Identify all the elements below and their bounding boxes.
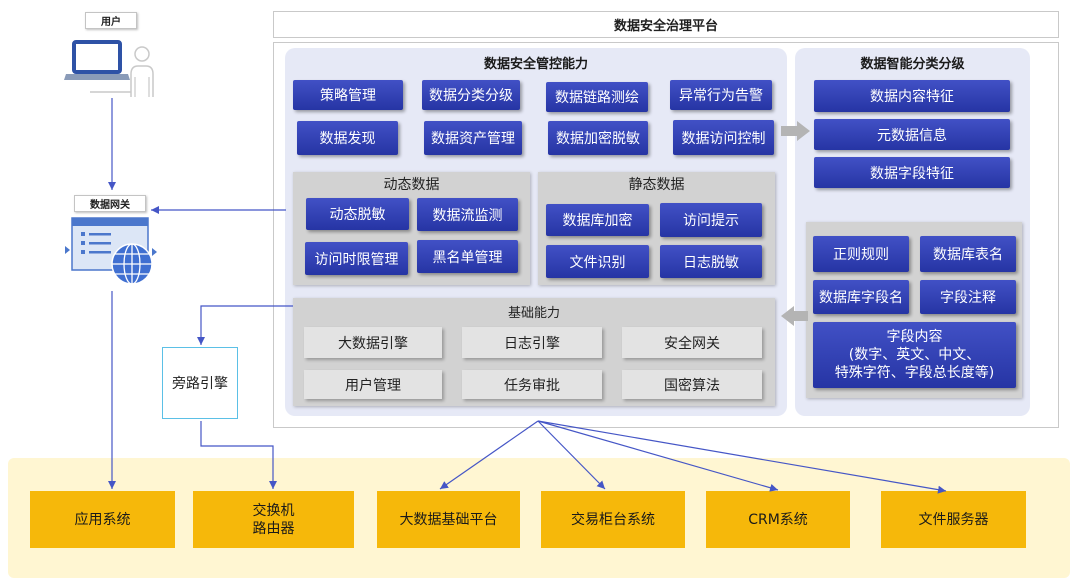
capability-policy-management: 策略管理 (293, 80, 403, 110)
capability-anomaly-behavior-alert: 异常行为告警 (670, 80, 772, 110)
log-engine-node: 日志引擎 (462, 327, 602, 358)
crm-system-label: CRM系统 (748, 511, 808, 528)
static-data-title: 静态数据 (628, 177, 685, 193)
content-feature-node: 数据内容特征 (814, 80, 1010, 112)
field-name-node: 数据库字段名 (813, 280, 909, 314)
platform-title: 数据安全治理平台 (273, 11, 1059, 38)
application-system-label: 应用系统 (74, 511, 131, 528)
blacklist-management-node: 黑名单管理 (417, 240, 518, 273)
gateway-label: 数据网关 (74, 195, 146, 212)
capability-data-classification-grading: 数据分类分级 (422, 80, 520, 110)
log-masking-node: 日志脱敏 (660, 245, 762, 278)
capability-data-access-control: 数据访问控制 (673, 120, 774, 155)
field-content-title: 字段内容 (886, 329, 943, 345)
capability-data-discovery: 数据发现 (297, 121, 398, 155)
big-data-platform-label: 大数据基础平台 (399, 511, 498, 528)
metadata-info-node: 元数据信息 (814, 119, 1010, 150)
user-management-node: 用户管理 (304, 370, 442, 399)
table-name-node: 数据库表名 (920, 236, 1016, 272)
regex-rule-node: 正则规则 (813, 236, 909, 272)
trading-counter-system-label: 交易柜台系统 (571, 511, 655, 528)
big-data-platform-box: 大数据基础平台 (377, 491, 520, 548)
file-identification-node: 文件识别 (546, 245, 649, 278)
field-content-detail-line2: 特殊字符、字段总长度等) (834, 365, 995, 381)
access-time-limit-node: 访问时限管理 (305, 242, 408, 275)
crm-system-box: CRM系统 (706, 491, 850, 548)
router-label: 路由器 (252, 520, 295, 537)
security-gateway-node: 安全网关 (622, 327, 762, 358)
trading-counter-system-box: 交易柜台系统 (541, 491, 685, 548)
basic-capability-title: 基础能力 (507, 305, 560, 321)
field-content-detail-line1: (数字、英文、中文、 (848, 347, 981, 363)
intelligent-classification-title: 数据智能分类分级 (860, 56, 965, 72)
capability-data-asset-management: 数据资产管理 (424, 121, 522, 155)
field-feature-node: 数据字段特征 (814, 157, 1010, 188)
control-capability-title: 数据安全管控能力 (483, 56, 588, 72)
user-laptop-icon (64, 40, 154, 97)
switch-router-box: 交换机 路由器 (193, 491, 354, 548)
gateway-window-globe-icon (65, 217, 157, 285)
file-server-box: 文件服务器 (881, 491, 1026, 548)
capability-data-encryption-masking: 数据加密脱敏 (548, 121, 648, 155)
bypass-engine-box: 旁路引擎 (162, 347, 238, 419)
data-flow-monitoring-node: 数据流监测 (417, 198, 518, 231)
task-approval-node: 任务审批 (462, 370, 602, 399)
field-comment-node: 字段注释 (920, 280, 1016, 314)
user-label: 用户 (85, 12, 137, 29)
database-encryption-node: 数据库加密 (546, 204, 649, 236)
dynamic-data-title: 动态数据 (383, 177, 440, 193)
national-crypto-algorithm-node: 国密算法 (622, 370, 762, 399)
capability-data-link-mapping: 数据链路测绘 (546, 82, 648, 112)
field-content-node: 字段内容 (数字、英文、中文、 特殊字符、字段总长度等) (813, 322, 1016, 388)
big-data-engine-node: 大数据引擎 (304, 327, 442, 358)
file-server-label: 文件服务器 (918, 511, 989, 528)
access-prompt-node: 访问提示 (660, 203, 762, 237)
application-system-box: 应用系统 (30, 491, 175, 548)
switch-label: 交换机 (252, 502, 295, 519)
dynamic-masking-node: 动态脱敏 (306, 198, 409, 230)
